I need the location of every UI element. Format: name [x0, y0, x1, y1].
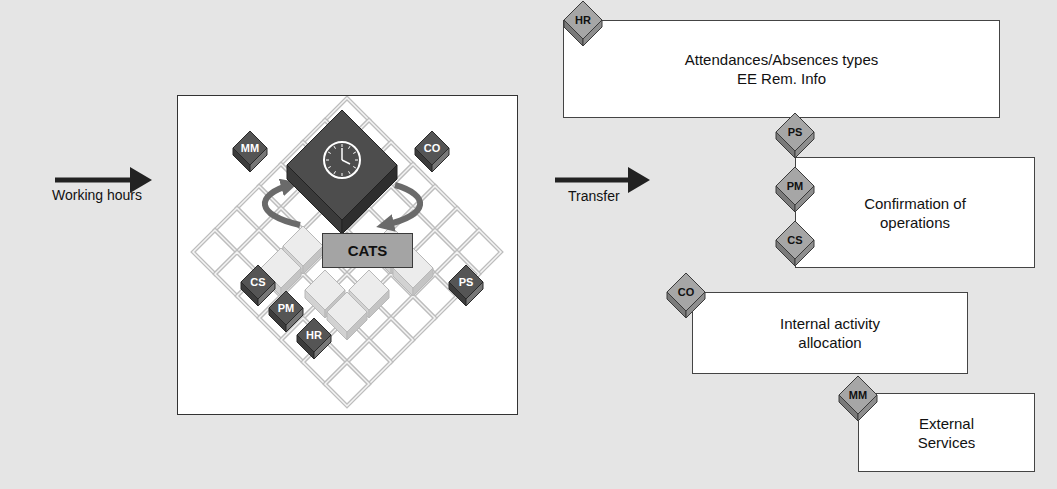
module-cube: MM	[838, 375, 878, 422]
cats-box: CATS	[322, 233, 413, 268]
central-cube	[287, 110, 397, 234]
module-cube: CS	[775, 220, 815, 267]
lattice-cube	[327, 292, 367, 340]
module-code: MM	[849, 389, 867, 401]
cube-face	[776, 167, 814, 212]
arrow-label: Working hours	[52, 187, 142, 203]
cycle-arrow	[265, 185, 300, 225]
process-box: Attendances/Absences typesEE Rem. Info	[563, 20, 1000, 118]
lattice	[193, 98, 501, 406]
module-code: HR	[575, 14, 591, 26]
process-text: EE Rem. Info	[737, 69, 826, 88]
module-code: CO	[678, 286, 695, 298]
module-cube	[233, 131, 267, 172]
module-label: PS	[459, 276, 474, 288]
process-text: Internal activity allocation	[755, 314, 905, 352]
process-box: Confirmation of operations	[795, 157, 1035, 268]
module-cube	[297, 318, 331, 359]
arrow-label: Transfer	[568, 188, 620, 204]
process-text: External Services	[902, 414, 992, 452]
cube-face	[667, 273, 705, 318]
process-text: Attendances/Absences types	[685, 50, 878, 69]
cycle-arrow	[385, 185, 420, 225]
module-cube	[269, 291, 303, 332]
process-box: Internal activity allocation	[692, 292, 968, 374]
module-cube: HR	[563, 0, 603, 47]
module-code: CS	[787, 234, 802, 246]
module-cube	[241, 265, 275, 306]
module-cube: PS	[775, 112, 815, 159]
module-label: MM	[241, 142, 259, 154]
module-label: CO	[424, 142, 441, 154]
illustration-frame	[178, 96, 518, 415]
module-cube: CO	[666, 272, 706, 319]
cube-face	[776, 113, 814, 158]
module-code: PM	[787, 180, 804, 192]
clock-icon	[324, 142, 360, 178]
module-label: PM	[278, 302, 295, 314]
module-cube	[415, 131, 449, 172]
module-cube: PM	[775, 166, 815, 213]
system-name: CATS	[348, 241, 388, 260]
process-box: External Services	[858, 393, 1035, 472]
cube-face	[564, 1, 602, 46]
module-cube	[449, 265, 483, 306]
cube-face	[776, 221, 814, 266]
module-label: CS	[250, 276, 265, 288]
module-code: PS	[788, 126, 803, 138]
module-label: HR	[306, 329, 322, 341]
process-text: Confirmation of operations	[850, 194, 980, 232]
cube-face	[839, 376, 877, 421]
